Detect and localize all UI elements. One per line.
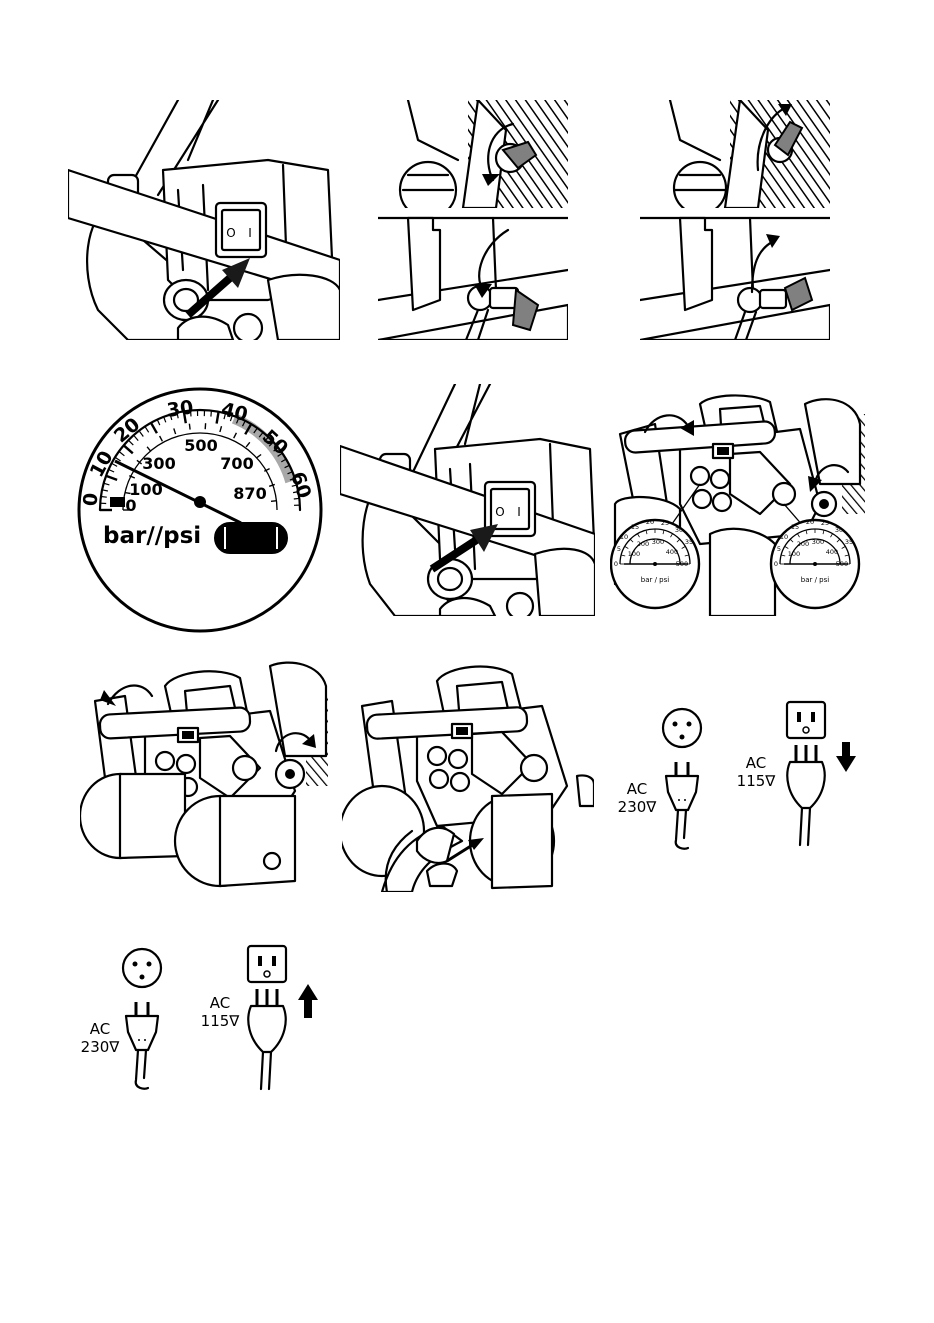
switch-off-label: O: [226, 226, 235, 240]
mini-right-psi-400: 400: [826, 548, 838, 556]
us-outlet-icon: [787, 702, 825, 738]
psi-label-870: 870: [233, 484, 266, 503]
mini-right-unit: bar / psi: [801, 576, 830, 584]
eu-socket-icon: [123, 949, 161, 987]
mini-right-bar-20: 20: [806, 518, 814, 526]
valve-turn-down-illustration: [378, 100, 568, 340]
arrow-up-icon: [298, 984, 318, 1018]
regulator-adjust-illustration: 0 5 10 15 20 25 30 35 100 200 300 400 5 0…: [610, 384, 865, 616]
mini-gauge-left: 0 5 10 15 20 25 30 35 100 200 300 400 50…: [611, 518, 699, 608]
plug-disconnect-illustration: AC 230∇ AC 115∇: [612, 700, 872, 860]
mini-right-psi-200: 200: [797, 540, 809, 548]
mini-right-bar-30: 30: [835, 526, 843, 534]
us-outlet-icon: [248, 946, 286, 982]
mini-right-bar-35: 35: [845, 538, 853, 546]
mini-left-bar-5: 5: [617, 545, 621, 553]
mini-left-bar-35: 35: [685, 538, 693, 546]
mini-left-bar-30: 30: [675, 526, 683, 534]
mini-right-psi-300: 300: [812, 538, 824, 546]
arrow-down-icon: [836, 742, 856, 772]
mini-right-bar-5: 5: [777, 545, 781, 553]
mini-left-psi-200: 200: [637, 540, 649, 548]
switch-on-label: I: [248, 226, 252, 240]
psi-label-500: 500: [184, 436, 217, 455]
us-voltage-ac: AC: [210, 994, 230, 1012]
eu-voltage-value: 230∇: [618, 798, 658, 816]
hose-connect-illustration: [342, 656, 594, 892]
eu-plug-icon: [126, 1002, 158, 1089]
mini-left-psi-100: 100: [628, 550, 640, 558]
switch-off-label-2: O: [495, 505, 504, 519]
eu-voltage-ac: AC: [627, 780, 647, 798]
mini-left-psi-400: 400: [666, 548, 678, 556]
mini-left-psi-300: 300: [652, 538, 664, 546]
mini-left-bar-25: 25: [661, 519, 669, 527]
mini-left-bar-10: 10: [620, 533, 628, 541]
mini-right-bar-0: 0: [774, 560, 778, 568]
mini-left-unit: bar / psi: [641, 576, 670, 584]
psi-label-700: 700: [220, 454, 253, 473]
us-plug-icon: [787, 745, 824, 845]
eu-socket-icon: [663, 709, 701, 747]
mini-right-bar-25: 25: [821, 519, 829, 527]
mini-right-psi-100: 100: [788, 550, 800, 558]
us-voltage-value: 115∇: [737, 772, 777, 790]
switch-press-illustration-2: O I: [340, 384, 595, 616]
bar-label-30: 30: [166, 396, 195, 421]
pressure-gauge-dial: 0 10 20 30 40 50 60 0 100 300 500 700 87…: [75, 385, 325, 635]
mini-left-bar-20: 20: [646, 518, 654, 526]
psi-label-300: 300: [142, 454, 175, 473]
mini-left-bar-0: 0: [614, 560, 618, 568]
bar-label-0: 0: [79, 492, 102, 507]
eu-voltage-value: 230∇: [81, 1038, 121, 1056]
us-voltage-value: 115∇: [201, 1012, 241, 1030]
zero-marker: [110, 497, 125, 507]
mini-gauge-right: 0 5 10 15 20 25 30 35 100 200 300 400 50…: [771, 518, 859, 608]
us-voltage-ac: AC: [746, 754, 766, 772]
switch-press-illustration: O I: [68, 100, 340, 340]
mini-left-bar-15: 15: [631, 523, 639, 531]
regulator-turn-illustration: [80, 656, 328, 892]
us-plug-icon: [248, 989, 285, 1089]
switch-on-label-2: I: [517, 505, 521, 519]
gauge-unit-label: bar∕∕psi: [103, 523, 201, 549]
plug-connect-illustration: AC 230∇ AC 115∇: [80, 944, 340, 1104]
mini-right-bar-10: 10: [780, 533, 788, 541]
mini-right-bar-15: 15: [791, 523, 799, 531]
eu-voltage-ac: AC: [90, 1020, 110, 1038]
eu-plug-icon: [666, 762, 698, 849]
valve-turn-up-illustration: [640, 100, 830, 340]
